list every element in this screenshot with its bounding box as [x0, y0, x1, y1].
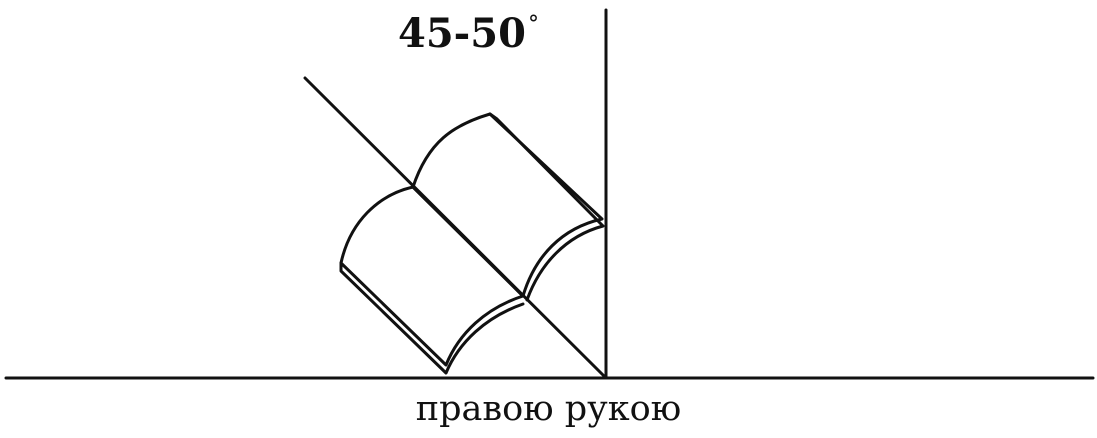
book-left-page-edge: [339, 261, 525, 375]
open-book: [339, 112, 605, 375]
book-left-page: [339, 185, 525, 367]
angle-label: 45-50°: [398, 14, 539, 54]
book-right-page-edge: [488, 112, 605, 302]
degree-symbol: °: [527, 12, 539, 37]
angle-value: 45-50: [398, 10, 526, 57]
book-right-page: [411, 112, 604, 298]
caption-text: правою рукою: [415, 389, 682, 429]
